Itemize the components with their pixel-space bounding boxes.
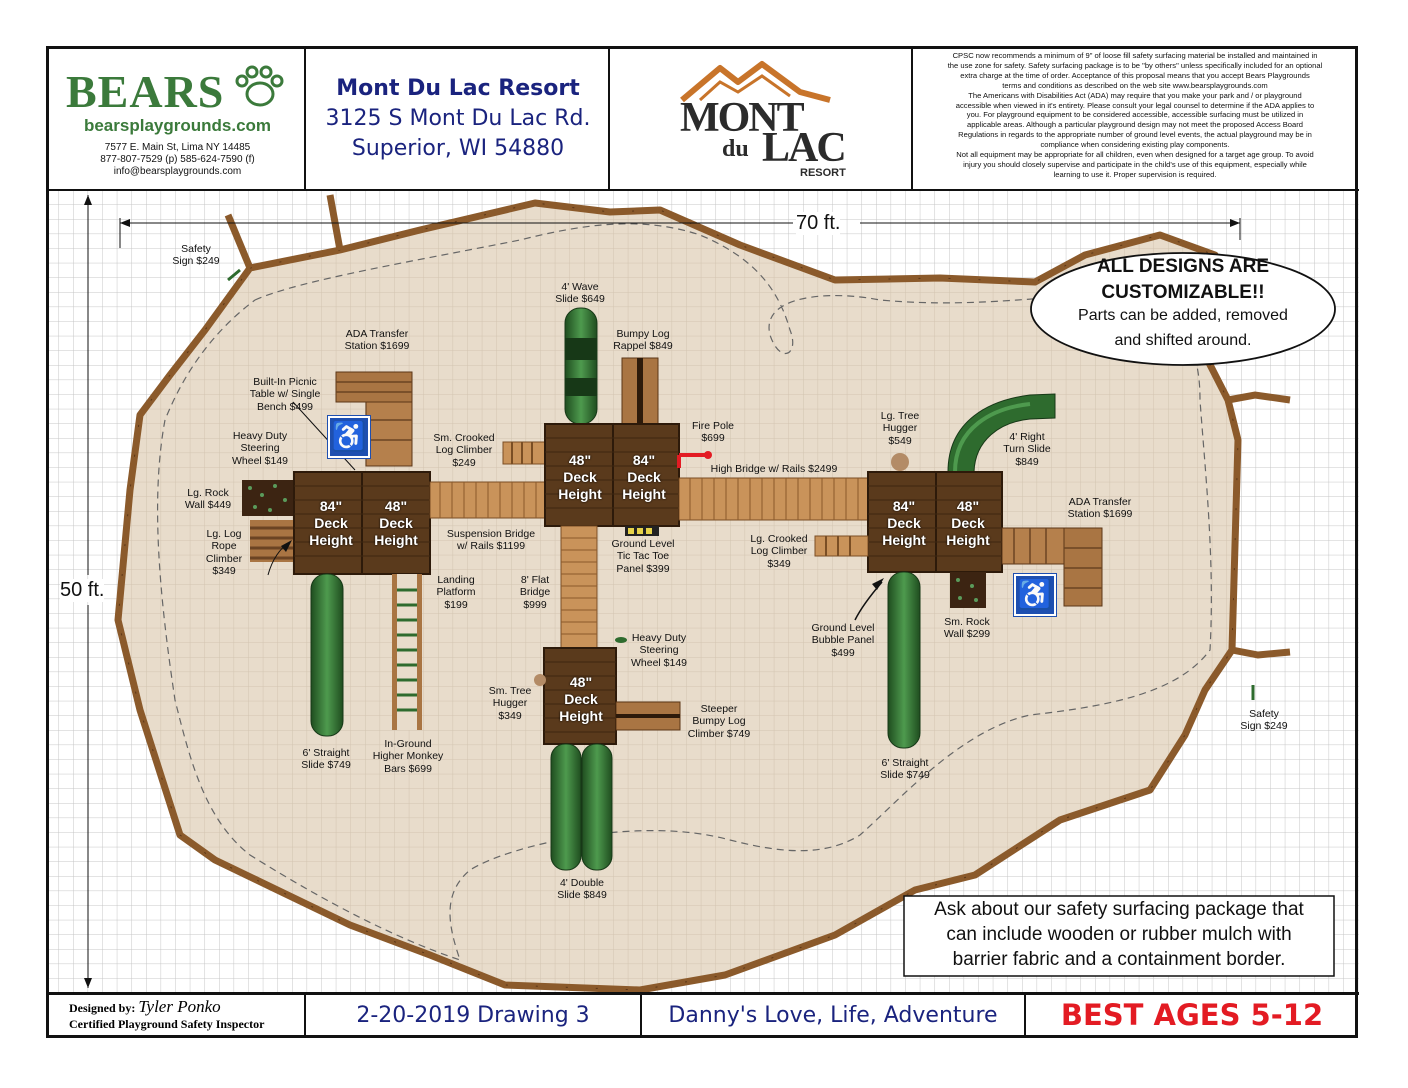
disclaimer-line: CPSC now recommends a minimum of 9" of l… xyxy=(952,51,1318,60)
disclaimer-line: Regulations in regards to the appropriat… xyxy=(958,130,1312,140)
designer-name: Tyler Ponko xyxy=(138,997,221,1016)
resort-logo-cell xyxy=(610,49,913,189)
client-cell xyxy=(306,49,610,189)
timber-border xyxy=(114,199,1242,994)
component-label-high-bridge: High Bridge w/ Rails $2499 xyxy=(710,463,838,475)
bears-phones: 877-807-7529 (p) 585-624-7590 (f) xyxy=(100,154,255,165)
disclaimer-line: you. For playground equipment to be cons… xyxy=(966,110,1304,120)
resort-logo-lac: LAC xyxy=(762,125,847,171)
disclaimer-line: the use zone for safety. Safety surfacin… xyxy=(947,60,1323,70)
customizable-body-2: and shifted around. xyxy=(1114,332,1252,349)
disclaimer-line: injury you should closely supervise and … xyxy=(963,159,1307,169)
bears-email: info@bearsplaygrounds.com xyxy=(113,166,242,177)
accessibility-icon: ♿ xyxy=(327,415,371,459)
width-dimension: 70 ft. xyxy=(796,212,841,235)
bears-logo-cell xyxy=(49,49,306,189)
customizable-title-2: CUSTOMIZABLE!! xyxy=(1101,282,1265,303)
disclaimer-line: Not all equipment may be appropriate for… xyxy=(956,150,1314,160)
disclaimer-line: learning to use it. Proper supervision i… xyxy=(1053,169,1217,179)
customizable-title-1: ALL DESIGNS ARE xyxy=(1096,256,1270,277)
bears-address: 7577 E. Main St, Lima NY 14485 xyxy=(104,142,251,153)
surfacing-callout xyxy=(903,895,1335,977)
mountain-logo-icon xyxy=(680,61,831,103)
disclaimer: CPSC now recommends a minimum of 9" of l… xyxy=(914,51,1356,180)
disclaimer-line: accessible when viewed in it's entirety.… xyxy=(955,100,1315,110)
header-divider xyxy=(49,189,1359,191)
date-drawing: 2-20-2019 Drawing 3 xyxy=(306,995,642,1035)
resort-logo-mont: MONT xyxy=(680,95,805,141)
designed-by-label: Designed by: xyxy=(69,1001,136,1015)
disclaimer-line: terms and conditions as described on the… xyxy=(1002,80,1268,90)
accessibility-icon: ♿ xyxy=(1013,573,1057,617)
component-label-fire-pole: Fire Pole$699 xyxy=(691,420,735,445)
bears-url: bearsplaygrounds.com xyxy=(83,116,272,135)
surfacing-line-3: barrier fabric and a containment border. xyxy=(952,949,1286,970)
certification: Certified Playground Safety Inspector xyxy=(69,1017,265,1031)
surfacing-line-1: Ask about our safety surfacing package t… xyxy=(934,899,1304,920)
disclaimer-line: extra charge at the time of order. Accep… xyxy=(960,70,1310,80)
drawing-frame xyxy=(46,46,1358,1038)
height-dimension: 50 ft. xyxy=(60,579,105,602)
surfacing-line-2: can include wooden or rubber mulch with xyxy=(946,924,1292,945)
project-name: Danny's Love, Life, Adventure xyxy=(642,995,1026,1035)
best-ages: BEST AGES 5-12 xyxy=(1060,998,1324,1032)
client-name: Mont Du Lac Resort xyxy=(336,76,580,101)
resort-logo-resort: RESORT xyxy=(800,167,846,179)
bears-logo: BEARS xyxy=(66,66,225,117)
client-city: Superior, WI 54880 xyxy=(351,136,565,161)
paw-icon xyxy=(232,64,286,110)
disclaimer-line: The Americans with Disabilities Act (ADA… xyxy=(968,90,1302,100)
client-street: 3125 S Mont Du Lac Rd. xyxy=(325,106,591,131)
resort-logo-du: du xyxy=(722,136,749,162)
disclaimer-line: applicable areas. Although a particular … xyxy=(966,120,1304,130)
customizable-body-1: Parts can be added, removed xyxy=(1078,307,1288,324)
footer-divider xyxy=(49,992,1359,995)
customizable-callout xyxy=(1030,252,1336,366)
disclaimer-line: compliance when considering existing pla… xyxy=(1040,140,1230,150)
designer-cell: Designed by: Tyler Ponko Certified Playg… xyxy=(49,995,306,1035)
